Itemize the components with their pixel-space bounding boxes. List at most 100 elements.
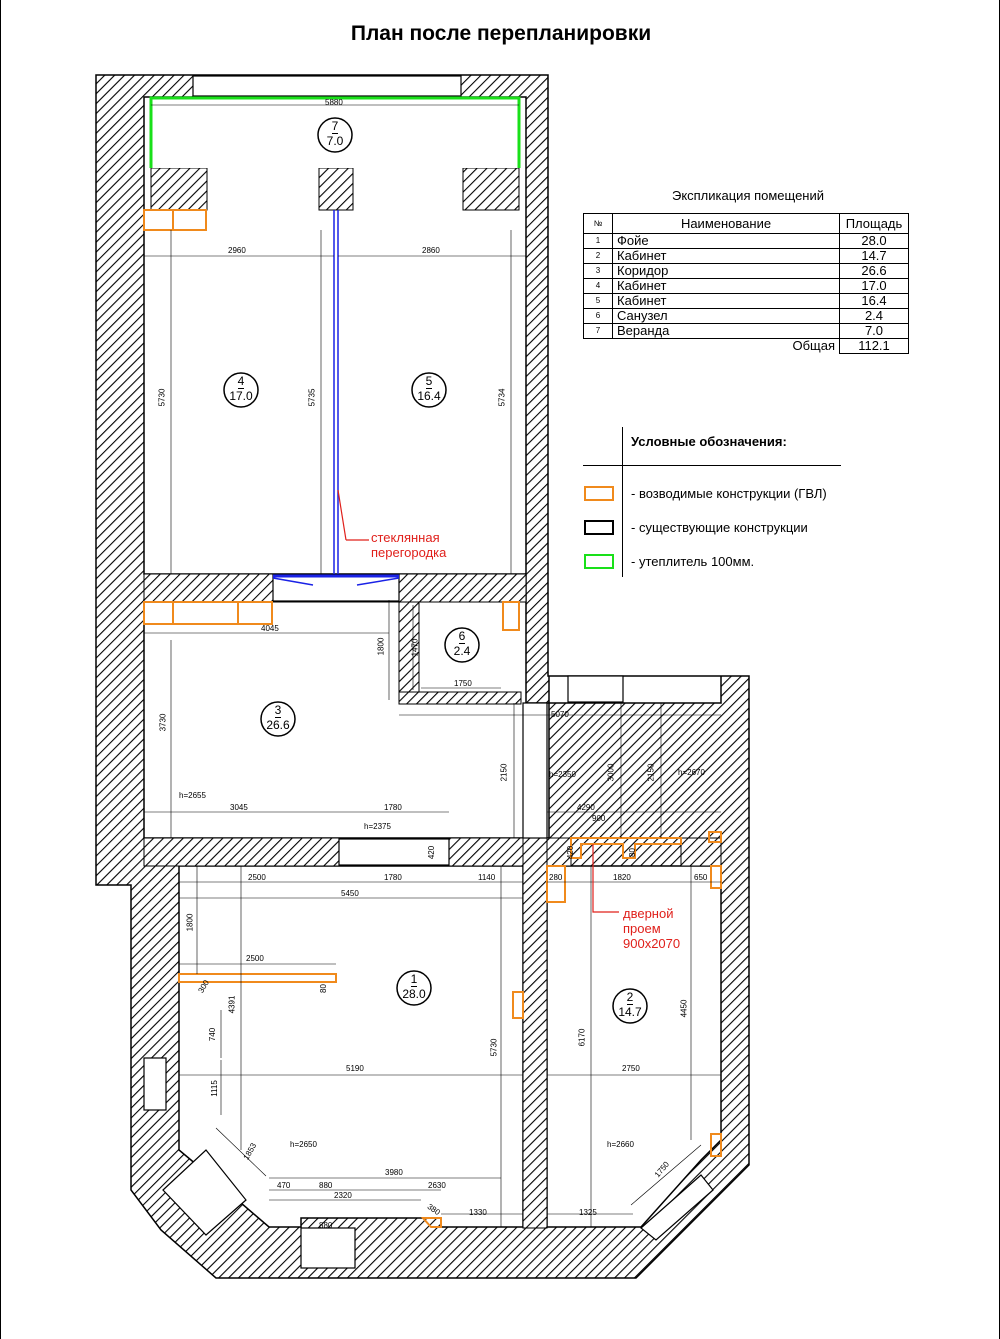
glass-leader [337, 489, 347, 541]
legend-divider-h [583, 465, 841, 466]
dim-label: 80 [318, 984, 328, 993]
row-area: 14.7 [839, 248, 909, 264]
dim-label: 2150 [499, 763, 509, 782]
height-label: h=2660 [607, 1140, 634, 1149]
row-area: 2.4 [839, 308, 909, 324]
glass-partition-note: стеклянная перегородка [371, 530, 446, 560]
room-number: 2 [626, 990, 634, 1005]
legend-label: - возводимые конструкции (ГВЛ) [631, 486, 827, 501]
note-line: 900x2070 [623, 936, 681, 951]
row-name: Кабинет [612, 278, 840, 294]
note-line: проем [623, 921, 661, 936]
row-number: 6 [583, 308, 613, 324]
room-number: 3 [274, 703, 282, 718]
dim-label: 470 [277, 1181, 291, 1190]
dim-label: 1780 [384, 803, 402, 812]
legend-divider-v [622, 427, 623, 577]
dim-label: 1780 [384, 873, 402, 882]
room-area: 28.0 [402, 987, 426, 1001]
legend-title: Условные обозначения: [631, 434, 787, 449]
room-number: 1 [410, 972, 418, 987]
room-number: 7 [331, 119, 339, 134]
room-markers [223, 117, 648, 1024]
dim-label: 650 [694, 873, 708, 882]
room-area: 26.6 [266, 718, 290, 732]
page-title: План после перепланировки [350, 22, 652, 45]
row-area: 7.0 [839, 323, 909, 339]
dim-label: 1115 [209, 1080, 219, 1097]
dim-label: 4290 [577, 803, 595, 812]
row-name: Веранда [612, 323, 840, 339]
row-name: Кабинет [612, 248, 840, 264]
dim-label: 5735 [307, 388, 317, 407]
dim-label: 1800 [185, 913, 195, 932]
room-area: 14.7 [618, 1005, 642, 1019]
dim-label: 4450 [679, 999, 689, 1018]
legend-swatch-new [584, 486, 614, 501]
note-line: перегородка [371, 545, 447, 560]
dim-label: 900 [592, 814, 606, 823]
dim-label: 2960 [228, 246, 246, 255]
row-area: 17.0 [839, 278, 909, 294]
total-label: Общая [792, 338, 835, 354]
dim-label: 5190 [346, 1064, 364, 1073]
legend-swatch-existing [584, 520, 614, 535]
dim-label: 2750 [622, 1064, 640, 1073]
total-area: 112.1 [839, 338, 909, 354]
row-number: 1 [583, 233, 613, 249]
dim-label: 2500 [248, 873, 266, 882]
room-number: 5 [425, 374, 433, 389]
dim-label: 1820 [613, 873, 631, 882]
insulation-outline [149, 96, 521, 168]
dim-label: 4045 [261, 624, 279, 633]
dim-label: 1325 [579, 1208, 597, 1217]
height-label: h=2375 [364, 822, 391, 831]
row-number: 7 [583, 323, 613, 339]
note-line: стеклянная [371, 530, 440, 545]
dim-label: 5734 [497, 388, 507, 407]
legend-label: - существующие конструкции [631, 520, 808, 535]
new-construction [143, 209, 722, 1228]
room-number: 4 [237, 374, 245, 389]
dim-label: 2150 [646, 763, 656, 782]
table-header-row: № Наименование Площадь [583, 213, 909, 234]
dim-label: 80 [627, 848, 637, 857]
note-line: дверной [623, 906, 674, 921]
dim-label: 420 [566, 845, 576, 860]
row-number: 2 [583, 248, 613, 264]
row-area: 16.4 [839, 293, 909, 309]
openings [143, 75, 714, 1269]
dim-label: 6170 [577, 1028, 587, 1047]
dim-label: 5880 [325, 98, 343, 107]
dim-label: 1470 [410, 638, 420, 657]
dim-label: 3000 [606, 763, 616, 782]
dim-label: 3045 [230, 803, 248, 812]
column-header: № [583, 213, 613, 234]
dim-label: 5070 [551, 710, 569, 719]
dim-label: 740 [208, 1027, 218, 1042]
dim-label: 5450 [341, 889, 359, 898]
room-area: 16.4 [417, 389, 441, 403]
room-number: 6 [458, 629, 466, 644]
room-area: 2.4 [453, 644, 471, 658]
dim-label: 1140 [478, 873, 496, 882]
dim-label: 3730 [158, 713, 168, 732]
row-name: Санузел [612, 308, 840, 324]
height-label: h=2350 [549, 770, 576, 779]
dim-label: 880 [319, 1221, 333, 1230]
height-label: h=2650 [290, 1140, 317, 1149]
legend-swatch-insulation [584, 554, 614, 569]
dim-label: 5730 [157, 388, 167, 407]
door-opening-note: дверной проем 900x2070 [623, 906, 680, 951]
dim-label: 5730 [489, 1038, 499, 1057]
